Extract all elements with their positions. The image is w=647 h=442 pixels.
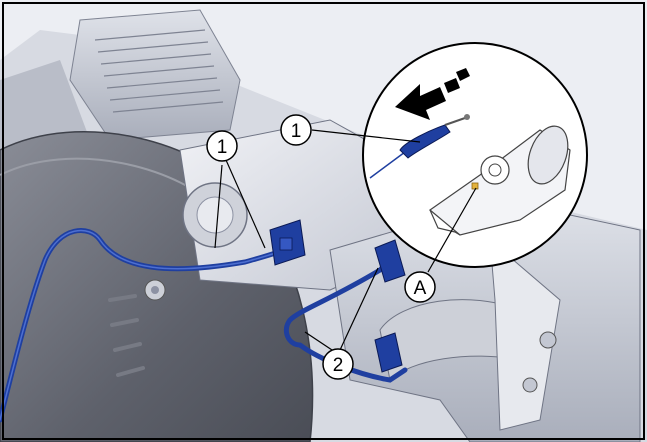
callout-1-left: 1 xyxy=(206,130,238,162)
pull-direction-arrow xyxy=(395,68,470,120)
callout-2: 2 xyxy=(322,348,354,380)
callout-a: A xyxy=(404,271,436,303)
arch-ribs xyxy=(108,294,145,377)
connector-2-lower xyxy=(374,332,403,373)
callout-1-inset: 1 xyxy=(280,114,312,146)
support-arm xyxy=(489,238,561,431)
svg-text:A: A xyxy=(414,278,427,299)
svg-text:1: 1 xyxy=(217,137,228,158)
detail-inset xyxy=(311,42,588,273)
svg-text:2: 2 xyxy=(333,355,344,376)
connector-2-upper xyxy=(374,239,406,283)
svg-text:1: 1 xyxy=(291,121,302,142)
sensor-tip xyxy=(471,182,479,190)
finned-module xyxy=(69,9,241,141)
connector-1 xyxy=(269,219,306,266)
socket-assembly xyxy=(429,125,571,236)
